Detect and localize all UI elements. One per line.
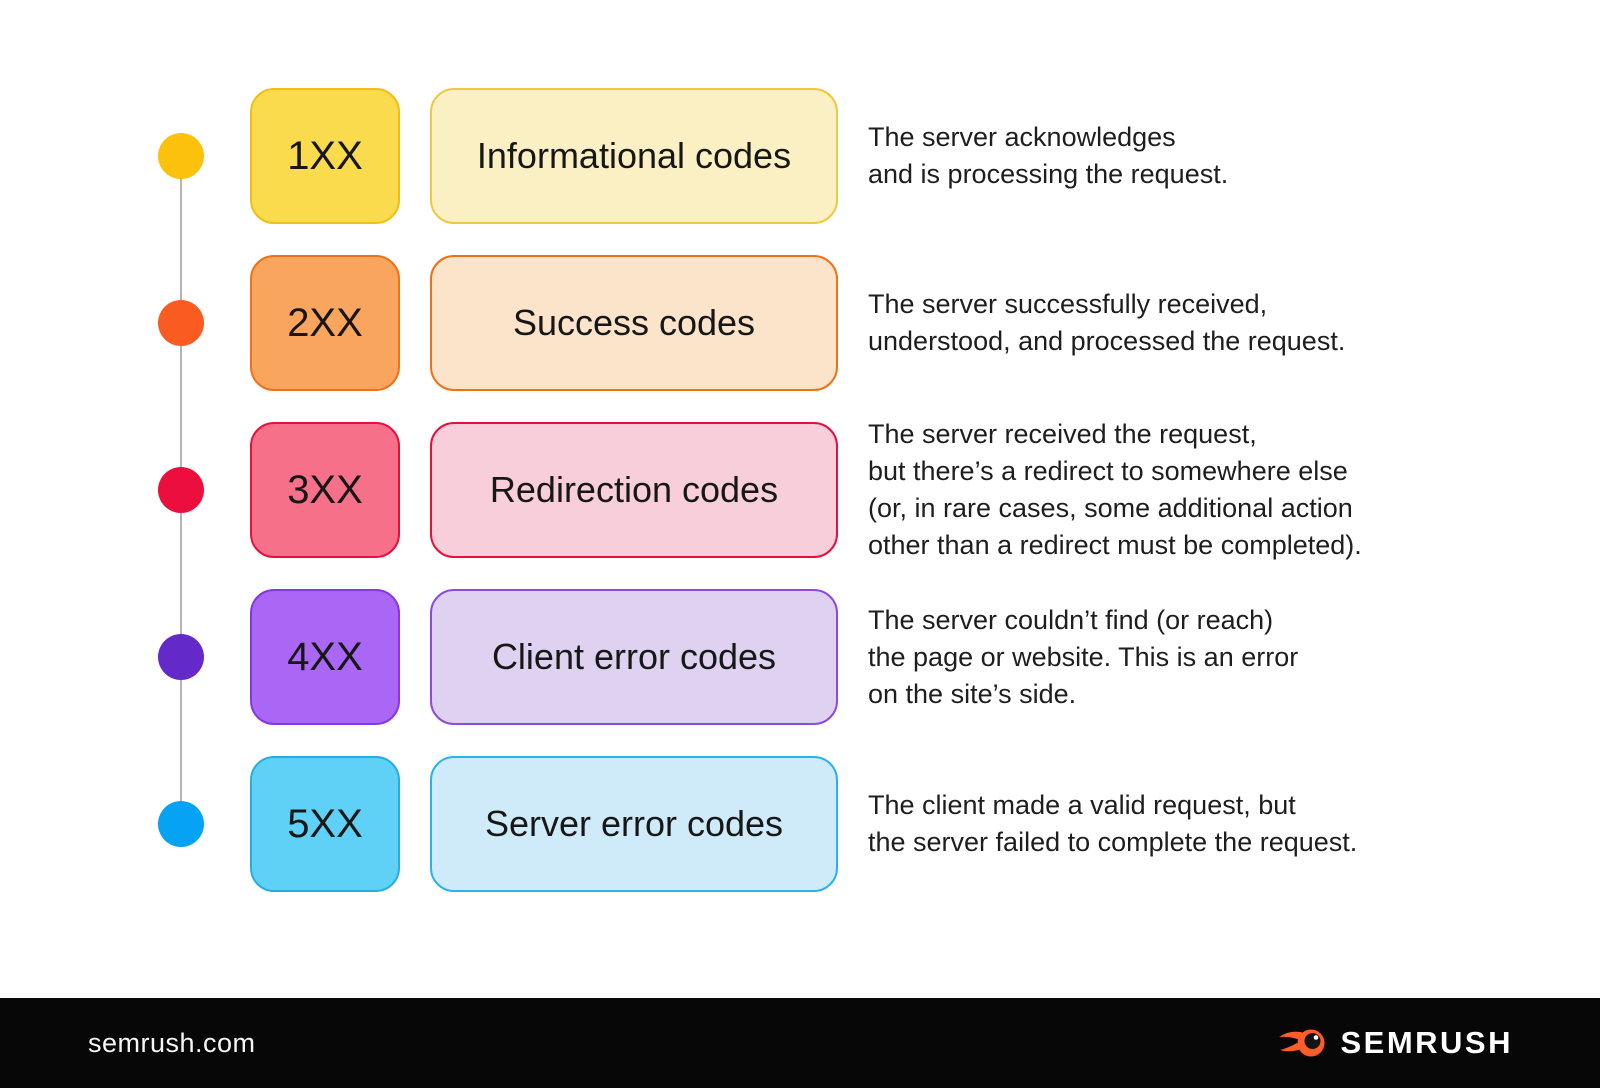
status-row: 4XX Client error codes The server couldn…	[250, 589, 1362, 725]
timeline-dot	[158, 634, 204, 680]
status-row: 2XX Success codes The server successfull…	[250, 255, 1362, 391]
status-code-label: 1XX	[287, 133, 363, 178]
semrush-brand-name: SEMRUSH	[1340, 1025, 1513, 1060]
status-code-box: 1XX	[250, 88, 400, 224]
status-category-box: Informational codes	[430, 88, 838, 224]
status-code-box: 2XX	[250, 255, 400, 391]
status-category-box: Server error codes	[430, 756, 838, 892]
status-category-label: Informational codes	[476, 135, 792, 176]
status-code-label: 3XX	[287, 467, 363, 512]
status-category-label: Redirection codes	[489, 469, 779, 510]
timeline-dot	[158, 300, 204, 346]
status-category-label: Client error codes	[491, 636, 777, 677]
status-category-label: Server error codes	[484, 803, 784, 844]
status-code-label: 4XX	[287, 634, 363, 679]
status-description: The server received the request, but the…	[868, 419, 1362, 560]
semrush-logo-icon	[1278, 1026, 1328, 1060]
status-description: The server successfully received, unders…	[868, 289, 1346, 356]
status-description: The client made a valid request, but the…	[868, 790, 1358, 857]
status-row: 3XX Redirection codes The server receive…	[250, 419, 1362, 560]
status-description: The server couldn’t find (or reach) the …	[868, 604, 1299, 709]
status-row: 5XX Server error codes The client made a…	[250, 756, 1362, 892]
timeline-dot	[158, 467, 204, 513]
status-code-label: 5XX	[287, 801, 363, 846]
status-category-label: Success codes	[512, 302, 756, 343]
status-code-box: 3XX	[250, 422, 400, 558]
footer-bar: semrush.com SEMRUSH	[0, 998, 1600, 1088]
status-row: 1XX Informational codes The server ackno…	[250, 88, 1362, 224]
status-code-box: 5XX	[250, 756, 400, 892]
status-category-box: Redirection codes	[430, 422, 838, 558]
status-code-label: 2XX	[287, 300, 363, 345]
timeline-dot	[158, 801, 204, 847]
status-category-box: Client error codes	[430, 589, 838, 725]
status-code-rows: 1XX Informational codes The server ackno…	[250, 88, 1362, 892]
status-description: The server acknowledges and is processin…	[868, 122, 1229, 189]
footer-site-label: semrush.com	[88, 1027, 256, 1058]
status-category-box: Success codes	[430, 255, 838, 391]
timeline-dot	[158, 133, 204, 179]
semrush-brand: SEMRUSH	[1278, 1025, 1513, 1061]
status-code-box: 4XX	[250, 589, 400, 725]
